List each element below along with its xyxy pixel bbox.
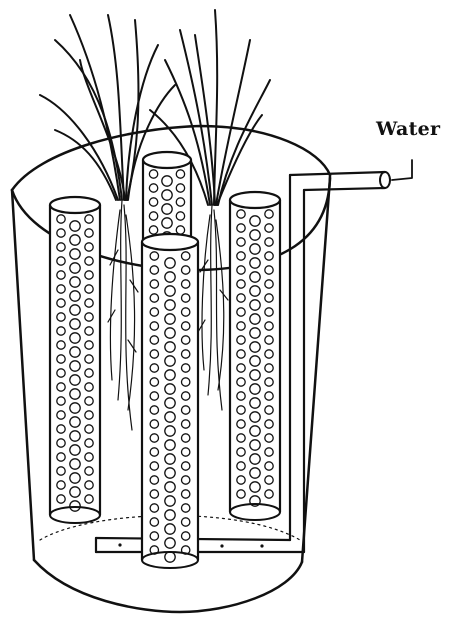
tube-left: [50, 197, 100, 523]
container-left-wall: [12, 190, 34, 560]
perforated-tubes: [50, 152, 280, 568]
tube-front: [142, 234, 198, 568]
tube-right: [230, 192, 280, 520]
water-label: Water: [376, 118, 440, 140]
